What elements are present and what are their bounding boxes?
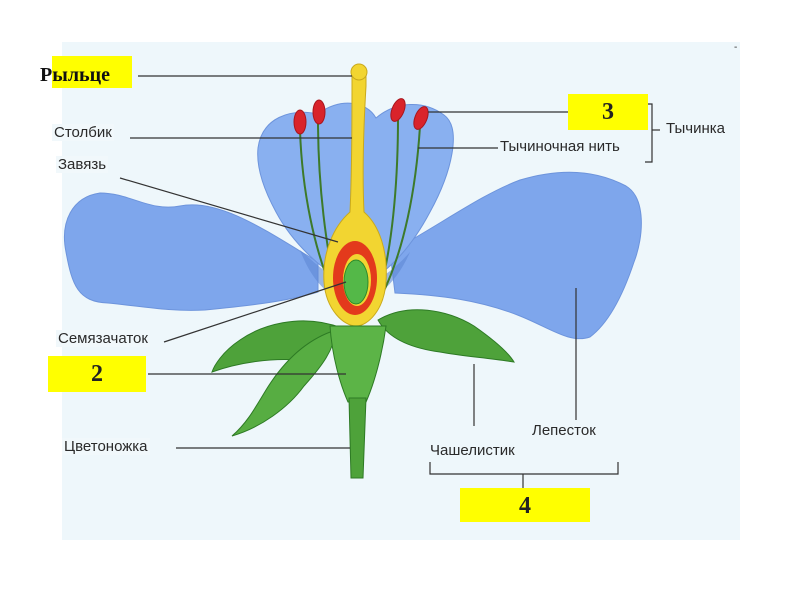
label-petal: Лепесток <box>532 422 596 439</box>
answer-box-3: 3 <box>568 94 648 130</box>
answer-box-2: 2 <box>48 356 146 392</box>
petal-right <box>389 171 642 340</box>
label-sepal: Чашелистик <box>430 442 515 459</box>
sepal-right <box>377 309 515 363</box>
label-filament: Тычиночная нить <box>500 138 620 155</box>
sepal-left-lower <box>231 329 337 437</box>
highlight-box-stigma <box>52 56 132 88</box>
label-pedicel: Цветоножка <box>62 438 150 455</box>
leader-lines <box>119 75 660 488</box>
label-ovary: Завязь <box>56 156 109 173</box>
label-stigma: Рыльце <box>40 64 111 86</box>
label-ovule: Семязачаток <box>56 330 150 347</box>
petal-left <box>64 192 319 311</box>
pedicel-shape <box>348 397 367 479</box>
corner-mark: - <box>734 42 737 53</box>
stamen-anthers <box>293 98 429 135</box>
stigma-tip <box>350 63 368 81</box>
ovule-shape <box>343 259 369 305</box>
label-style: Столбик <box>52 124 114 141</box>
answer-box-4: 4 <box>460 488 590 522</box>
label-stamen: Тычинка <box>666 120 725 137</box>
